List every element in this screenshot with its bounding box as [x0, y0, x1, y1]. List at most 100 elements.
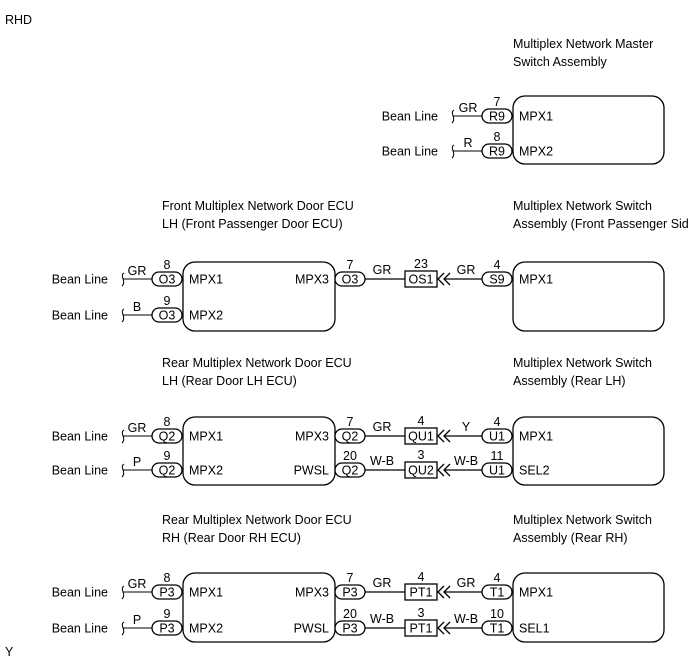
- pin-number: 20: [343, 607, 357, 621]
- pin-number: 4: [418, 570, 425, 584]
- junction-code: PT1: [410, 622, 433, 636]
- junction-connector: PT1: [404, 583, 451, 601]
- wire-color: GR: [128, 421, 147, 435]
- left-component-box: [182, 572, 336, 643]
- connector-outline: [334, 271, 366, 287]
- junction-code: QU2: [408, 464, 434, 478]
- wire-color: GR: [457, 263, 476, 277]
- chevron-icon: [437, 621, 451, 635]
- junction-connector: OS1: [404, 270, 451, 288]
- pin-number: 9: [164, 607, 171, 621]
- connector-outline: [481, 143, 513, 159]
- wire-color: W-B: [370, 454, 394, 468]
- connector-code: R9: [489, 110, 505, 124]
- right-pin-label: SEL2: [519, 464, 550, 478]
- pin-number: 8: [164, 571, 171, 585]
- right-component-title: Multiplex Network Switch: [513, 199, 652, 213]
- junction-outline: [404, 427, 438, 445]
- right-component-title: Multiplex Network Switch: [513, 356, 652, 370]
- wire-color: GR: [373, 576, 392, 590]
- pin-number: 7: [347, 571, 354, 585]
- junction-code: PT1: [410, 586, 433, 600]
- connector-outline: [334, 620, 366, 636]
- connector-code: P3: [342, 622, 357, 636]
- left-pin-label: MPX2: [189, 309, 223, 323]
- connector-pill: Q2: [151, 428, 183, 444]
- connector-pill: P3: [151, 584, 183, 600]
- right-pin-label: MPX1: [519, 110, 553, 124]
- right-component-box: [512, 572, 665, 643]
- left-component-title: RH (Rear Door RH ECU): [162, 531, 301, 545]
- connector-pill: Q2: [151, 462, 183, 478]
- connector-pill: T1: [481, 620, 513, 636]
- footer-mark: Y: [5, 645, 14, 658]
- connector-outline: [481, 620, 513, 636]
- wire-color: W-B: [454, 612, 478, 626]
- chevron-icon: [437, 429, 451, 443]
- right-component-title: Assembly (Rear RH): [513, 531, 628, 545]
- connector-code: P3: [159, 586, 174, 600]
- connector-outline: [151, 307, 183, 323]
- wire-color: P: [133, 455, 141, 469]
- connector-pill: P3: [151, 620, 183, 636]
- right-pin-label: SEL1: [519, 622, 550, 636]
- connector-outline: [151, 428, 183, 444]
- wire-color: R: [463, 136, 472, 150]
- connector-outline: [334, 428, 366, 444]
- connector-code: Q2: [159, 464, 176, 478]
- wire-color: P: [133, 613, 141, 627]
- right-pin-label: MPX1: [519, 273, 553, 287]
- connector-code: Q2: [342, 430, 359, 444]
- connector-outline: [481, 271, 513, 287]
- pin-number: 20: [343, 449, 357, 463]
- variant-label: RHD: [5, 13, 32, 27]
- connector-pill: R9: [481, 108, 513, 124]
- left-component-box: [182, 261, 336, 332]
- pin-number: 9: [164, 449, 171, 463]
- connector-pill: R9: [481, 143, 513, 159]
- pin-number: 11: [491, 449, 504, 463]
- wire-color: W-B: [370, 612, 394, 626]
- wire-color: GR: [373, 263, 392, 277]
- left-pin-label: MPX1: [189, 273, 223, 287]
- connector-code: R9: [489, 145, 505, 159]
- wire-color: Y: [462, 420, 471, 434]
- left-component-title: Front Multiplex Network Door ECU: [162, 199, 354, 213]
- bean-line-label: Bean Line: [52, 273, 108, 287]
- left-output-label: MPX3: [295, 273, 329, 287]
- connector-code: U1: [489, 464, 505, 478]
- bean-line-label: Bean Line: [52, 464, 108, 478]
- pin-number: 7: [347, 258, 354, 272]
- chevron-icon: [437, 585, 451, 599]
- connector-code: O3: [159, 309, 176, 323]
- connector-code: U1: [489, 430, 505, 444]
- bean-line-label: Bean Line: [382, 110, 438, 124]
- connector-code: Q2: [159, 430, 176, 444]
- pin-number: 3: [418, 606, 425, 620]
- connector-code: T1: [490, 622, 505, 636]
- connector-pill: O3: [334, 271, 366, 287]
- bean-line-label: Bean Line: [52, 309, 108, 323]
- bean-line-label: Bean Line: [52, 586, 108, 600]
- right-pin-label: MPX1: [519, 430, 553, 444]
- right-component-title: Assembly (Rear LH): [513, 374, 626, 388]
- connector-outline: [151, 271, 183, 287]
- connector-pill: Q2: [334, 428, 366, 444]
- connector-outline: [481, 462, 513, 478]
- connector-pill: S9: [481, 271, 513, 287]
- connector-code: O3: [342, 273, 359, 287]
- right-component-title: Multiplex Network Master: [513, 37, 653, 51]
- wire-color: GR: [128, 577, 147, 591]
- pin-number: 10: [490, 607, 504, 621]
- junction-code: QU1: [408, 430, 434, 444]
- pin-number: 4: [494, 258, 501, 272]
- chevron-icon: [437, 463, 451, 477]
- pin-number: 3: [418, 448, 425, 462]
- left-output-label: MPX3: [295, 430, 329, 444]
- connector-outline: [151, 620, 183, 636]
- wire-color: GR: [457, 576, 476, 590]
